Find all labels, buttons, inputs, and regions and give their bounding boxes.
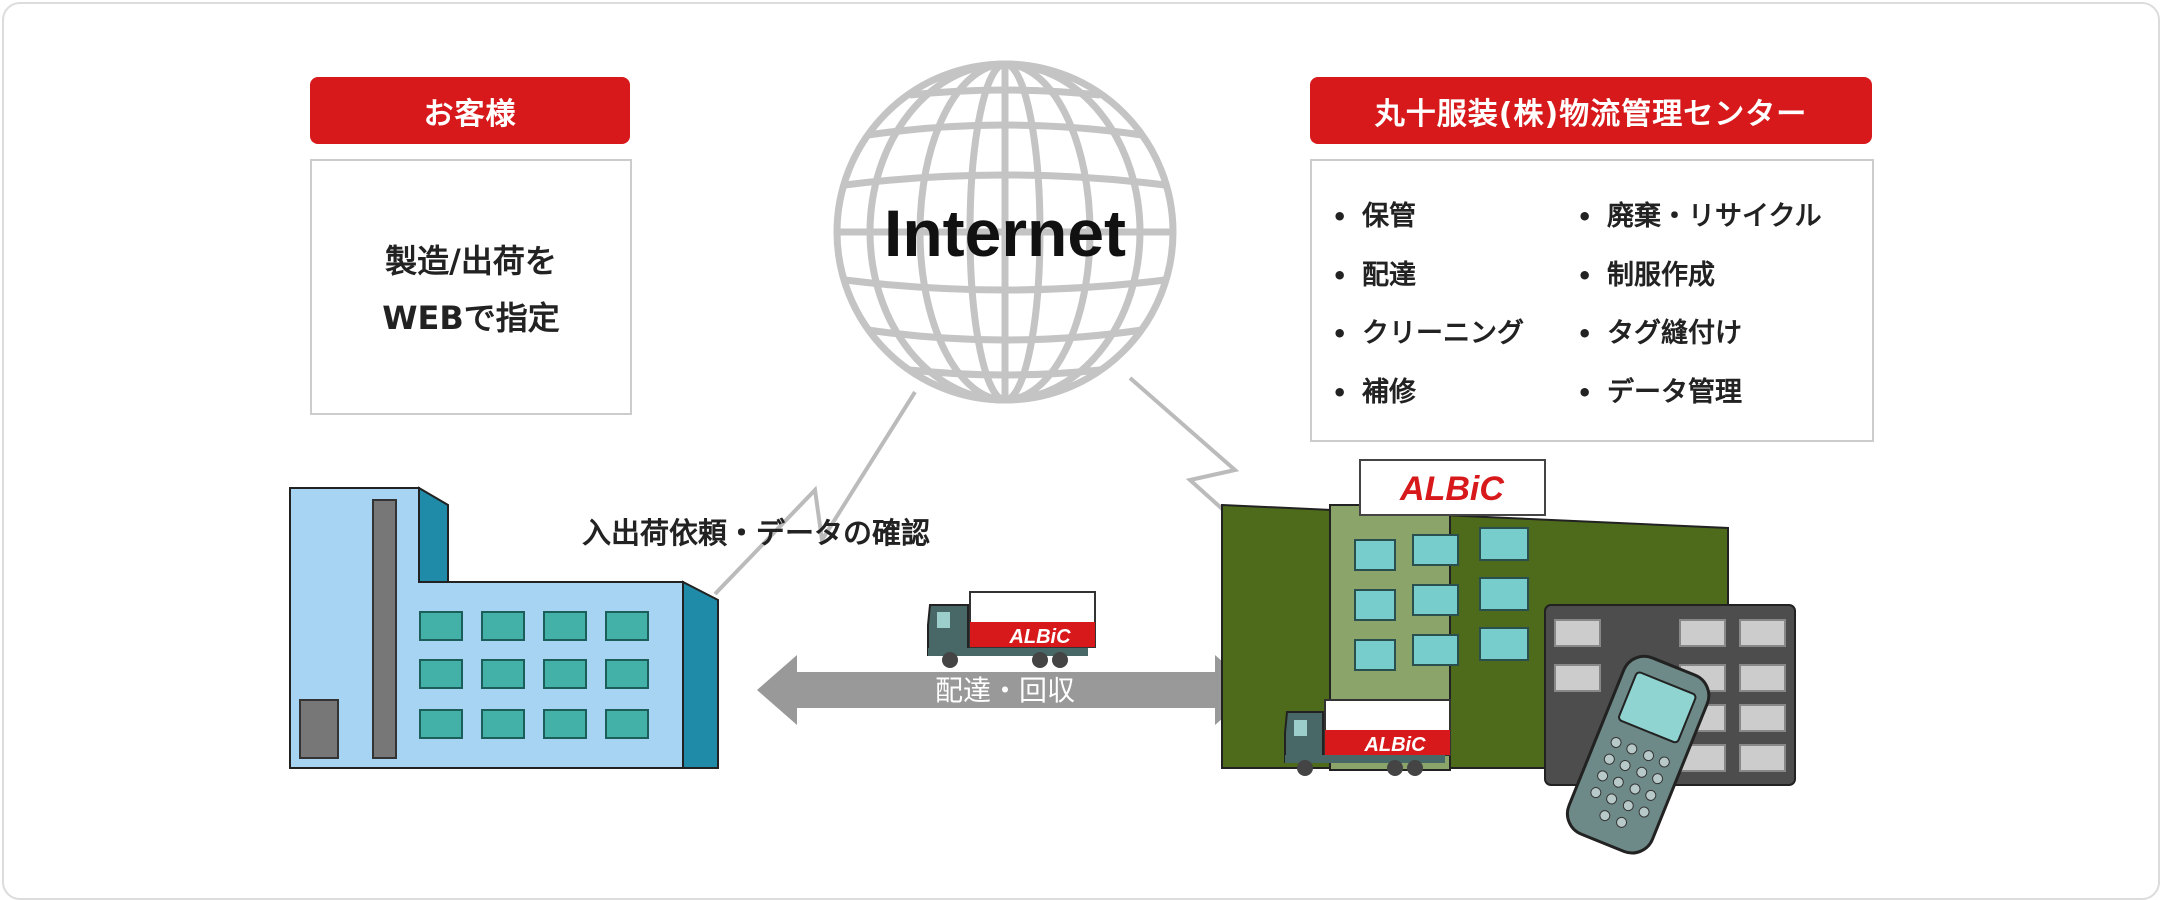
service-item: タグ縫付け: [1577, 311, 1742, 350]
service-item: 廃棄・リサイクル: [1577, 194, 1822, 233]
service-item: データ管理: [1577, 370, 1742, 409]
customer-factory-icon: [289, 486, 719, 769]
internet-label: Internet: [884, 196, 1126, 270]
center-truck-icon: [1284, 699, 1451, 776]
internet-globe-icon: [833, 60, 1177, 404]
handheld-scanner-icon: [1565, 654, 1711, 855]
truck-center-brand: ALBiC: [1008, 626, 1071, 648]
customer-line-1: 製造/出荷を: [385, 242, 557, 280]
customer-line-2: WEBで指定: [382, 299, 560, 337]
customer-title: お客様: [310, 77, 630, 144]
service-item: 保管: [1332, 194, 1416, 233]
truck-right-brand: ALBiC: [1363, 734, 1426, 756]
left-connection-bolt: [713, 390, 917, 596]
service-item: 制服作成: [1577, 253, 1715, 292]
service-item: 配達: [1332, 253, 1416, 292]
delivery-truck-icon: [927, 591, 1096, 668]
request-label: 入出荷依頼・データの確認: [582, 516, 931, 550]
building-sign-brand: ALBiC: [1399, 470, 1504, 508]
center-services-panel: 保管 配達 クリーニング 補修 廃棄・リサイクル 制服作成 タグ縫付け データ管…: [1310, 159, 1874, 442]
service-item: クリーニング: [1332, 311, 1524, 350]
delivery-label: 配達・回収: [935, 674, 1075, 707]
center-title: 丸十服装(株)物流管理センター: [1310, 77, 1872, 144]
delivery-double-arrow: [757, 655, 1255, 725]
service-item: 補修: [1332, 370, 1416, 409]
customer-panel: 製造/出荷を WEBで指定: [310, 159, 632, 415]
